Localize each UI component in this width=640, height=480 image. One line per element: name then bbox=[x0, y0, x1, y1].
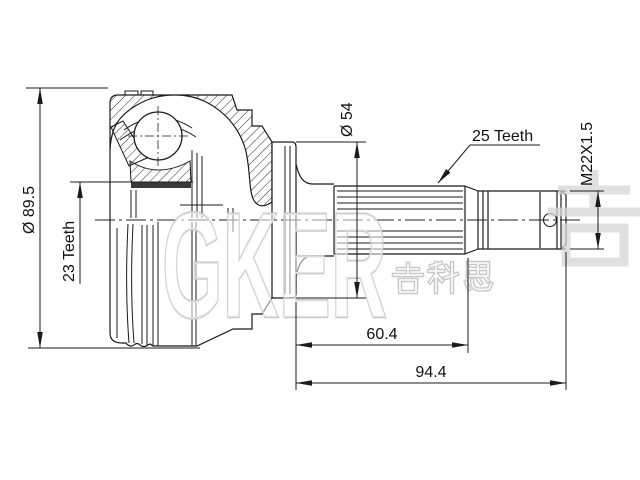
housing-section-hatched bbox=[109, 94, 273, 207]
inner-race-spline-band bbox=[131, 182, 191, 188]
label-outer-diameter: Ø 89.5 bbox=[21, 186, 38, 234]
watermark-cn-glyphs-highlight bbox=[393, 261, 493, 293]
housing-bottom-lines bbox=[116, 222, 197, 346]
ball-crosshair bbox=[128, 106, 188, 166]
watermark-brand-text: GKER bbox=[162, 181, 387, 349]
label-spline-length: 60.4 bbox=[366, 326, 397, 343]
inner-race-section bbox=[129, 160, 192, 183]
dimension-labels: Ø 89.5 23 Teeth Ø 54 25 Teeth M22X1.5 60… bbox=[21, 102, 596, 381]
housing-exterior-outline bbox=[109, 152, 273, 348]
boot-clamp-bumps bbox=[124, 90, 154, 95]
dimension-lines bbox=[26, 87, 604, 390]
part-geometry bbox=[95, 90, 584, 348]
shaft-neck bbox=[295, 163, 334, 277]
spline-teeth-lines bbox=[337, 190, 463, 250]
label-overall-length: 94.4 bbox=[415, 364, 446, 381]
label-boot-seat-diameter: Ø 54 bbox=[339, 102, 356, 137]
spline-shaft bbox=[333, 185, 479, 255]
label-thread-spec: M22X1.5 bbox=[579, 122, 596, 186]
label-inner-spline: 23 Teeth bbox=[61, 221, 78, 282]
label-outer-spline: 25 Teeth bbox=[472, 128, 533, 145]
